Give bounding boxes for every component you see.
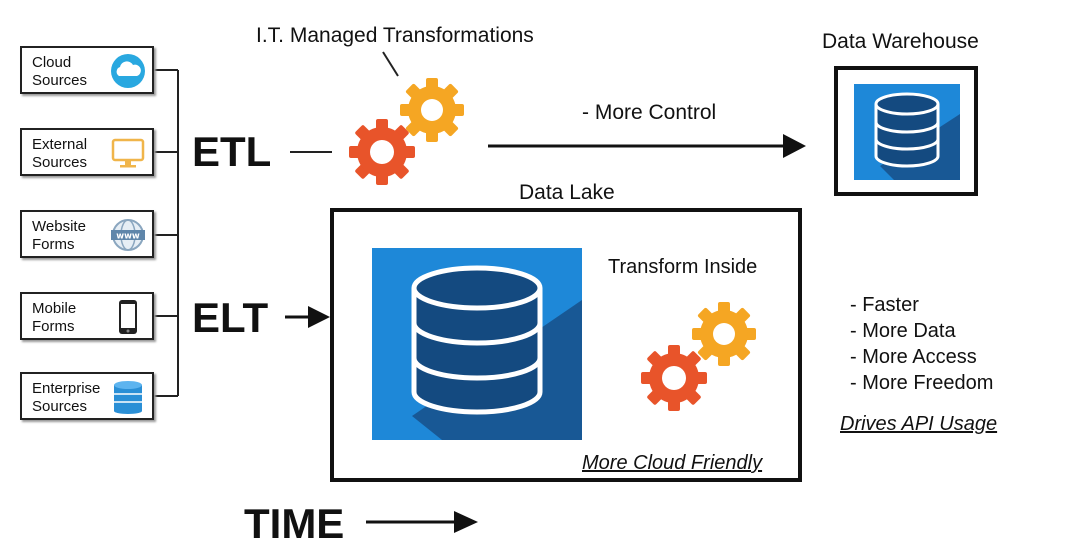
transform-inside-label: Transform Inside xyxy=(608,256,758,278)
monitor-icon xyxy=(111,138,145,168)
gears-icon xyxy=(641,302,756,411)
benefit-item: - Faster xyxy=(850,294,919,316)
cloud-icon xyxy=(111,54,145,88)
lake-title: Data Lake xyxy=(519,181,615,204)
database-icon xyxy=(114,381,142,414)
source-label: Website Forms xyxy=(32,218,86,253)
source-external: External Sources xyxy=(20,128,154,176)
database-icon xyxy=(854,84,960,180)
source-label: Cloud Sources xyxy=(32,54,88,89)
source-label: External Sources xyxy=(32,136,88,171)
data-warehouse-box xyxy=(834,66,978,196)
source-label: Mobile Forms xyxy=(32,300,77,335)
etl-label: ETL xyxy=(192,128,272,175)
benefit-item: - More Access xyxy=(850,346,977,368)
svg-text:www: www xyxy=(116,232,140,242)
database-icon xyxy=(372,248,582,440)
lake-footer: More Cloud Friendly xyxy=(582,452,763,474)
more-control-label: - More Control xyxy=(582,101,717,124)
gears-icon xyxy=(349,78,464,185)
time-label: TIME xyxy=(244,500,345,547)
smartphone-icon xyxy=(119,300,137,334)
source-website-forms: Website Forms www xyxy=(20,210,154,258)
warehouse-title: Data Warehouse xyxy=(822,30,979,53)
data-lake-box: Transform Inside More Cloud Friendly xyxy=(330,208,802,482)
benefit-item: - More Freedom xyxy=(850,372,994,394)
globe-www-icon: www xyxy=(111,219,145,251)
benefit-item: - More Data xyxy=(850,320,956,342)
elt-label: ELT xyxy=(192,294,269,341)
benefits-list: - Faster - More Data - More Access - Mor… xyxy=(850,292,993,396)
source-enterprise: Enterprise Sources xyxy=(20,372,154,420)
etl-caption: I.T. Managed Transformations xyxy=(256,24,534,47)
api-note: Drives API Usage xyxy=(840,413,998,435)
source-label: Enterprise Sources xyxy=(32,380,101,415)
source-cloud: Cloud Sources xyxy=(20,46,154,94)
source-mobile-forms: Mobile Forms xyxy=(20,292,154,340)
